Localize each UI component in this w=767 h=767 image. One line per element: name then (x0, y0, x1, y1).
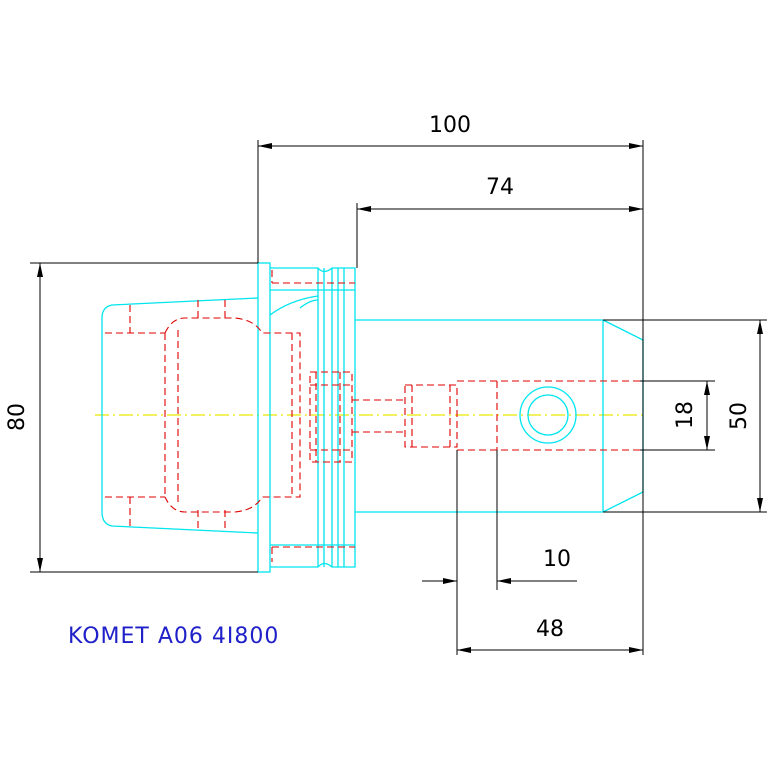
dim-overall-length: 100 (429, 113, 471, 138)
dimension-lines (30, 140, 767, 655)
dim-offset: 10 (543, 547, 571, 572)
dim-shank-diameter: 50 (727, 402, 752, 430)
dim-bore-diameter: 18 (673, 401, 698, 429)
drawing-title: KOMET A06 4I800 (68, 624, 279, 649)
dim-bore-length: 48 (536, 617, 564, 642)
dim-flange-diameter: 80 (5, 403, 30, 431)
part-outline (101, 262, 644, 573)
hidden-lines (105, 270, 640, 562)
dim-shank-length: 74 (486, 175, 514, 200)
